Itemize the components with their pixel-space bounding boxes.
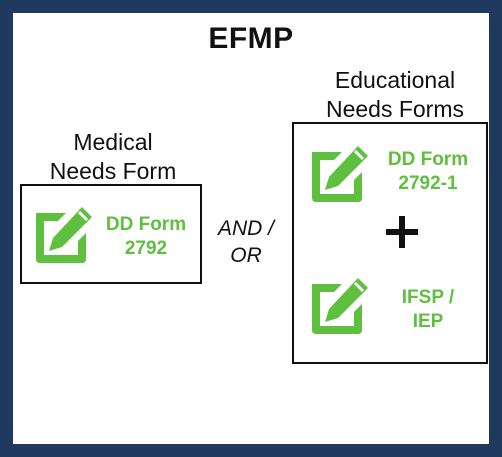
- educational-heading-line2: Needs Forms: [325, 96, 465, 122]
- page-title: EFMP: [208, 22, 294, 55]
- medical-needs-heading: Medical Needs Form: [28, 128, 198, 186]
- form-label-line2: 2792-1: [398, 173, 458, 194]
- educational-needs-box: DD Form 2792-1 IFSP / IEP: [292, 122, 488, 364]
- form-label-line1: DD Form: [387, 149, 469, 170]
- plus-icon: [382, 212, 422, 252]
- and-or-connector: AND / OR: [204, 215, 288, 269]
- medical-needs-box: DD Form 2792: [20, 184, 202, 284]
- educational-needs-heading: Educational Needs Forms: [300, 66, 490, 124]
- form-item-dd-2792: DD Form 2792: [32, 203, 192, 267]
- medical-heading-line1: Medical: [73, 129, 153, 155]
- form-item-dd-2792-1: DD Form 2792-1: [308, 142, 478, 206]
- edit-document-icon: [312, 146, 368, 202]
- plus-bar-vertical: [399, 216, 405, 248]
- connector-line1: AND /: [217, 217, 274, 240]
- form-label-line1: DD Form: [105, 214, 187, 235]
- educational-heading-line1: Educational: [334, 67, 456, 93]
- edit-document-icon: [36, 207, 92, 263]
- connector-line2: OR: [230, 244, 262, 267]
- form-label: DD Form 2792: [94, 213, 198, 261]
- form-label: IFSP / IEP: [376, 286, 480, 334]
- form-label: DD Form 2792-1: [376, 148, 480, 196]
- form-label-line2: 2792: [124, 238, 168, 259]
- form-item-ifsp-iep: IFSP / IEP: [308, 274, 478, 338]
- medical-heading-line2: Needs Form: [49, 158, 177, 184]
- form-label-line1: IFSP /: [401, 287, 455, 308]
- form-label-line2: IEP: [412, 311, 444, 332]
- edit-document-icon: [312, 278, 368, 334]
